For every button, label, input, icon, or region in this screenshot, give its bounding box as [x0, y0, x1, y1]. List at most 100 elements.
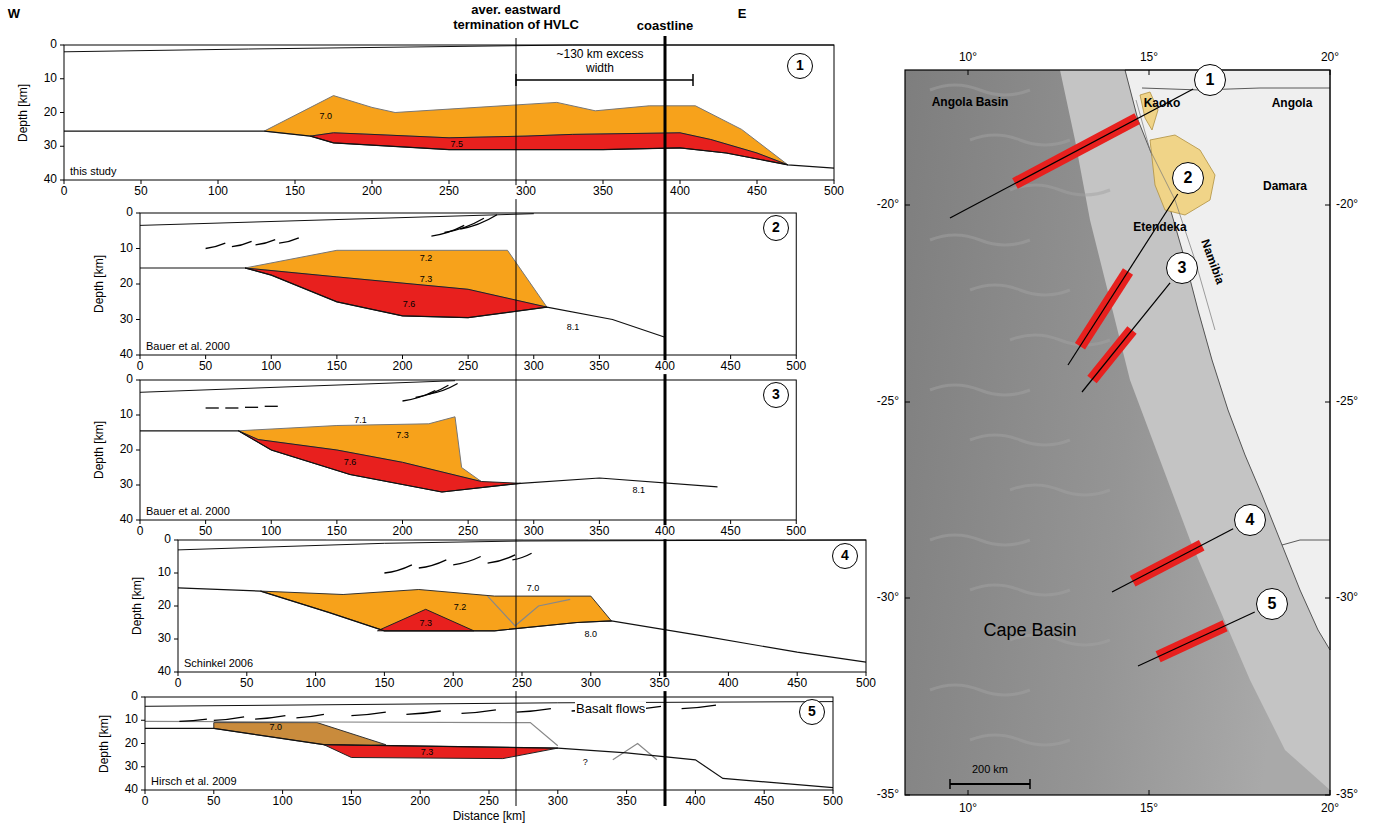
axis-tick: [336, 355, 337, 359]
axis-tick: [174, 540, 178, 541]
latitude-label: -30°: [1335, 591, 1359, 605]
profile-line: [1138, 612, 1255, 666]
axis-tick: [141, 766, 145, 767]
seaward-dipping-reflector: [265, 406, 278, 407]
axis-tick: [659, 672, 660, 676]
axis-tick-label: 0: [136, 360, 145, 374]
place-label: Cape Basin: [982, 620, 1077, 641]
axis-tick-label: 10: [119, 242, 134, 256]
seaward-dipping-reflector: [214, 717, 244, 721]
axis-tick-label: 0: [141, 795, 150, 809]
citation-label: Hirsch et al. 2009: [150, 775, 238, 788]
longitude-label: 20°: [1320, 802, 1340, 816]
axis-tick-label: 30: [119, 478, 134, 492]
axis-tick-label: 0: [130, 690, 139, 704]
seafloor-texture: [970, 135, 1070, 145]
axis-tick: [136, 450, 140, 451]
axis-tick: [271, 355, 272, 359]
axis-tick-label: 100: [305, 677, 327, 691]
citation-label: Bauer et al. 2000: [145, 340, 231, 353]
axis-tick: [420, 790, 421, 794]
axis-tick: [764, 790, 765, 794]
axis-tick: [526, 180, 527, 184]
axis-tick-label: 250: [438, 185, 460, 199]
seaward-dipping-reflector: [225, 407, 238, 408]
axis-tick: [1330, 70, 1331, 75]
axis-tick-label: 250: [511, 677, 533, 691]
callout-number: 4: [832, 543, 858, 569]
axis-tick: [136, 248, 140, 249]
country-border: [1142, 88, 1330, 90]
axis-tick-label: 450: [720, 525, 742, 539]
longitude-label: 15°: [1139, 802, 1159, 816]
velocity-contour: [488, 596, 571, 626]
axis-tick: [1149, 790, 1150, 795]
axis-tick: [205, 520, 206, 524]
profile-line: [1112, 529, 1233, 592]
seaward-dipping-reflector: [296, 714, 324, 718]
axis-tick-label: 300: [523, 360, 545, 374]
longitude-label: 15°: [1139, 51, 1159, 65]
axis-tick: [968, 70, 969, 75]
axis-tick-label: 300: [547, 795, 569, 809]
seaward-dipping-reflector: [384, 565, 412, 573]
axis-tick-label: 400: [684, 795, 706, 809]
axis-tick-label: 450: [786, 677, 808, 691]
axis-tick-label: 0: [125, 206, 134, 220]
axis-tick: [1325, 598, 1330, 599]
seafloor-texture: [930, 685, 1030, 695]
place-label: Kaoko: [1143, 97, 1182, 111]
axis-tick-label: 20: [119, 443, 134, 457]
axis-tick: [695, 790, 696, 794]
axis-tick: [833, 790, 834, 794]
axis-tick-label: 400: [654, 525, 676, 539]
axis-tick: [384, 672, 385, 676]
seafloor-texture: [970, 735, 1070, 745]
axis-tick: [145, 790, 146, 794]
axis-tick: [599, 355, 600, 359]
axis-tick: [730, 355, 731, 359]
moho-line: [178, 588, 866, 662]
velocity-value: 7.5: [449, 139, 464, 149]
axis-tick: [213, 790, 214, 794]
axis-tick-label: 500: [785, 525, 807, 539]
latitude-label: -20°: [1335, 198, 1359, 212]
velocity-value: 8.0: [584, 629, 599, 639]
axis-tick: [136, 319, 140, 320]
axis-tick-label: 250: [457, 360, 479, 374]
etendeka-basalt: [1150, 135, 1215, 215]
axis-tick-label: 500: [822, 795, 844, 809]
axis-tick: [136, 415, 140, 416]
axis-title: Depth [km]: [131, 576, 145, 636]
seaward-dipping-reflector: [245, 407, 258, 408]
velocity-value: 7.3: [420, 747, 435, 757]
place-label: Angola Basin: [931, 96, 1010, 110]
axis-tick: [757, 180, 758, 184]
callout-number: 5: [1256, 588, 1288, 620]
axis-tick-label: 50: [206, 795, 221, 809]
seaward-dipping-reflector: [462, 710, 496, 714]
axis-tick: [1149, 70, 1150, 75]
axis-tick-label: 150: [340, 795, 362, 809]
citation-label: this study: [69, 165, 117, 178]
hvlc-upper-body: [214, 723, 386, 746]
velocity-value: 7.3: [419, 274, 434, 284]
axis-tick: [402, 355, 403, 359]
axis-tick: [468, 520, 469, 524]
axis-tick: [680, 180, 681, 184]
velocity-value: 8.1: [566, 321, 581, 331]
belt-outline: [1136, 100, 1215, 330]
axis-tick: [351, 790, 352, 794]
seaward-dipping-reflector: [179, 719, 207, 721]
seafloor-line: [140, 381, 455, 393]
axis-tick: [533, 520, 534, 524]
axis-tick-label: 40: [43, 173, 58, 187]
axis-tick-label: 350: [588, 525, 610, 539]
axis-tick-label: 30: [124, 760, 139, 774]
longitude-label: 20°: [1320, 51, 1340, 65]
axis-tick: [136, 380, 140, 381]
direction-label: E: [737, 7, 748, 22]
axis-tick-label: 350: [649, 677, 671, 691]
axis-tick: [1325, 402, 1330, 403]
